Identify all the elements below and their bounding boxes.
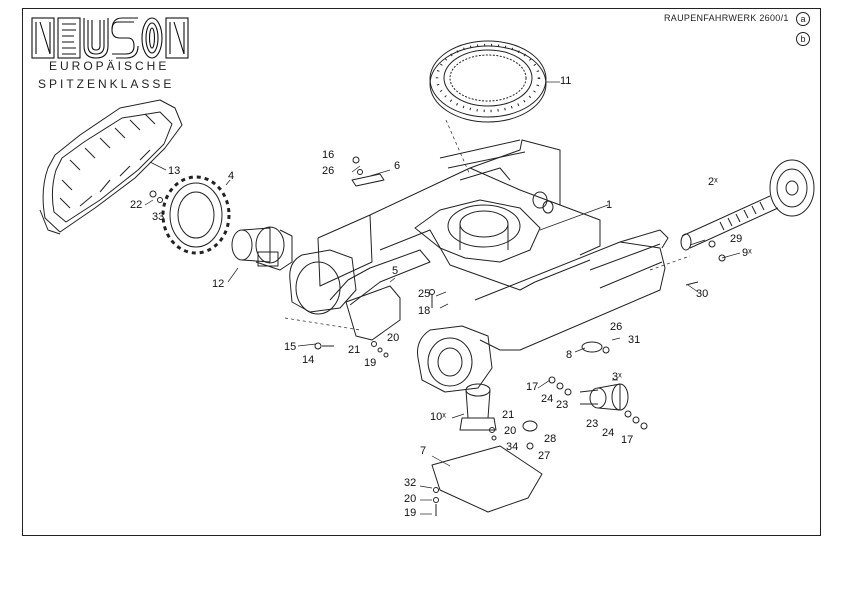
tension-spring-idler — [680, 159, 815, 251]
callout-20c: 20 — [404, 493, 417, 505]
callout-14: 14 — [302, 354, 315, 366]
callout-3x: 3ˣ — [612, 371, 622, 383]
callout-10x: 10ˣ — [430, 411, 446, 423]
fasteners — [149, 156, 726, 516]
neuson-logo — [31, 17, 189, 59]
callout-29: 29 — [730, 233, 743, 245]
callout-12: 12 — [212, 278, 225, 290]
callout-30: 30 — [696, 288, 709, 300]
callout-24b: 24 — [602, 427, 615, 439]
callout-26: 26 — [322, 165, 335, 177]
callout-22: 22 — [130, 199, 143, 211]
side-cover-plate — [345, 285, 401, 341]
clamp-plate — [351, 173, 385, 187]
callout-7: 7 — [420, 445, 427, 457]
callout-31: 31 — [628, 334, 641, 346]
callout-27: 27 — [538, 450, 551, 462]
callout-21: 21 — [348, 344, 361, 356]
callout-17: 17 — [526, 381, 539, 393]
callout-24: 24 — [541, 393, 554, 405]
callout-13: 13 — [168, 165, 181, 177]
callout-28: 28 — [544, 433, 557, 445]
callout-25: 25 — [418, 288, 431, 300]
callout-19: 19 — [364, 357, 377, 369]
callout-20b: 20 — [504, 425, 517, 437]
drawing-sheet-frame — [22, 8, 821, 536]
callout-4: 4 — [228, 170, 235, 182]
callout-9x: 9ˣ — [742, 247, 752, 259]
callout-5: 5 — [392, 265, 399, 277]
callout-18: 18 — [418, 305, 431, 317]
callout-33: 33 — [152, 211, 165, 223]
undercarriage-frame — [289, 139, 669, 393]
callout-21b: 21 — [502, 409, 515, 421]
callout-23b: 23 — [586, 418, 599, 430]
sheet-title: RAUPENFAHRWERK 2600/1 — [664, 13, 789, 23]
callout-17b: 17 — [621, 434, 634, 446]
callout-23: 23 — [556, 399, 569, 411]
callout-6: 6 — [394, 160, 401, 172]
cover-disc — [581, 341, 603, 353]
callout-11: 11 — [560, 75, 572, 87]
bottom-cover-plate — [431, 445, 543, 513]
tagline-line2: SPITZENKLASSE — [38, 77, 175, 91]
callout-2x: 2ˣ — [708, 176, 718, 188]
rubber-track — [39, 99, 183, 235]
callout-26b: 26 — [610, 321, 623, 333]
drive-sprocket — [161, 175, 231, 255]
track-roller — [579, 383, 629, 411]
callout-20: 20 — [387, 332, 400, 344]
callout-8: 8 — [566, 349, 573, 361]
variant-b-marker: b — [796, 32, 810, 46]
slewing-ring — [429, 40, 547, 123]
callout-19b: 19 — [404, 507, 417, 519]
callout-34: 34 — [506, 441, 519, 453]
callout-32: 32 — [404, 477, 417, 489]
support-pedestal — [459, 383, 497, 431]
variant-a-marker: a — [796, 12, 810, 26]
callout-16: 16 — [322, 149, 335, 161]
travel-motor — [231, 226, 293, 271]
tagline-line1: EUROPÄISCHE — [49, 59, 170, 73]
callout-1: 1 — [606, 199, 613, 211]
callout-15: 15 — [284, 341, 297, 353]
